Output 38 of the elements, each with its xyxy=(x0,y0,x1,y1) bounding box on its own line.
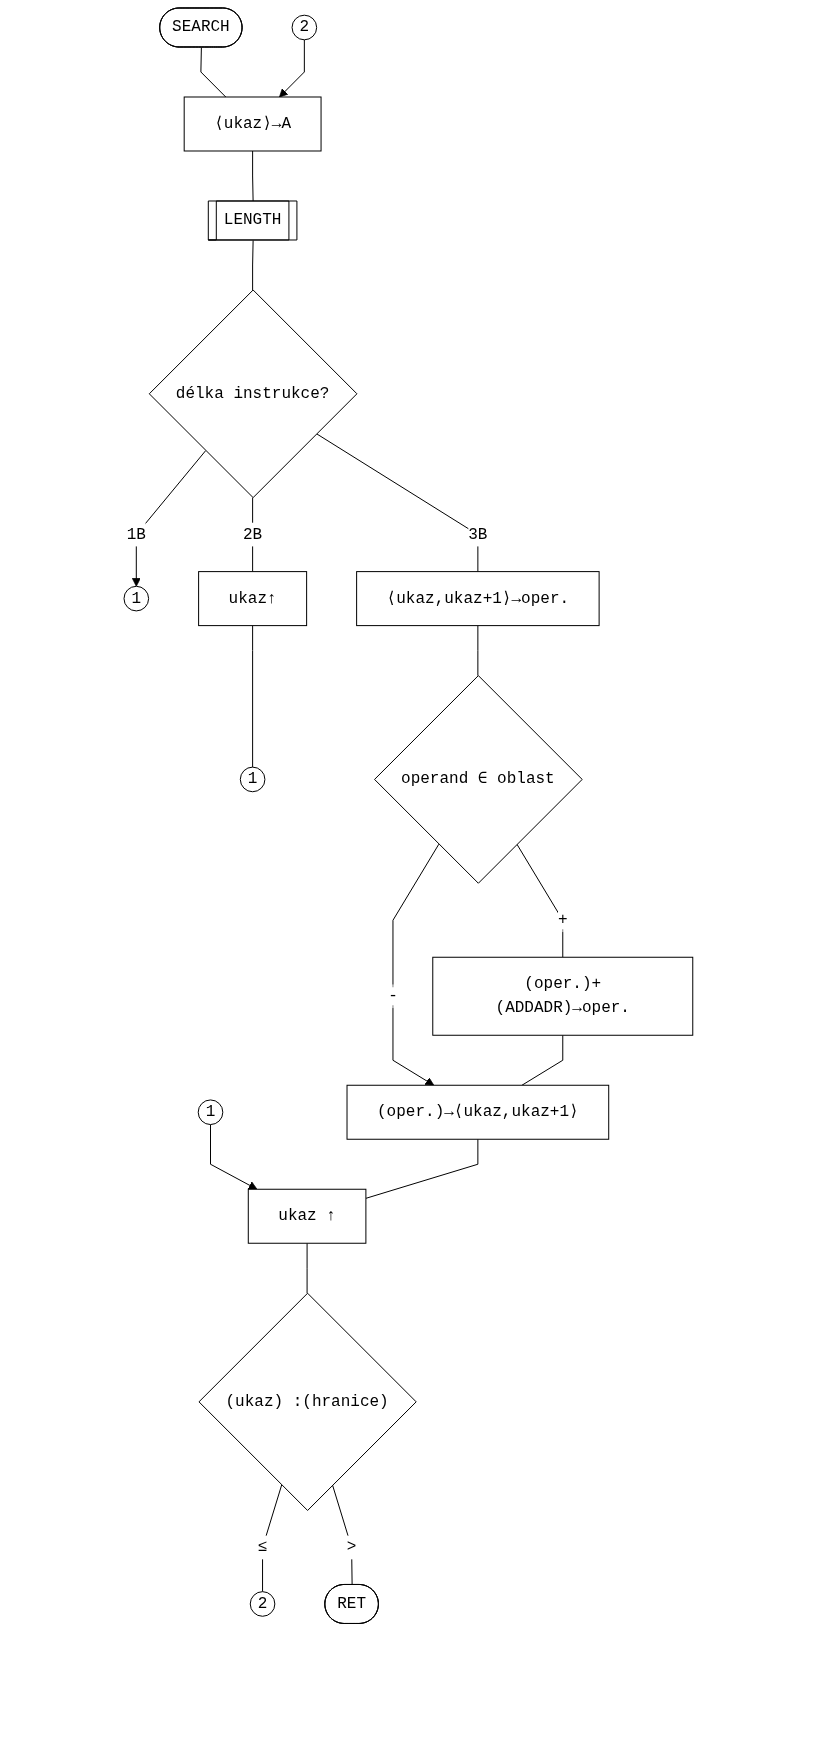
edge-label: ≤ xyxy=(257,1538,268,1557)
node-circle: 1 xyxy=(197,1099,224,1126)
connector xyxy=(332,1484,353,1586)
connector xyxy=(200,47,227,98)
node-diamond: (ukaz) :(hranice) xyxy=(198,1292,417,1511)
arrow xyxy=(392,843,440,1086)
connector xyxy=(306,1242,308,1294)
node-diamond: operand ∈ oblast xyxy=(374,675,583,884)
node-circle: 2 xyxy=(249,1591,276,1617)
node-circle: 1 xyxy=(239,766,266,793)
edge-label: 1B xyxy=(126,525,147,544)
edge-label: + xyxy=(558,911,568,930)
node-box: ukaz↑ xyxy=(198,571,308,627)
node-box: ukaz ↑ xyxy=(247,1188,367,1244)
node-box: ⟨ukaz,ukaz+1⟩→oper. xyxy=(356,571,600,627)
connector xyxy=(477,625,479,677)
arrow xyxy=(279,39,305,98)
connector xyxy=(262,1484,283,1593)
connector xyxy=(521,1034,564,1086)
edge-label: 2B xyxy=(243,525,263,544)
arrow xyxy=(210,1124,258,1190)
connector xyxy=(516,843,564,958)
connector xyxy=(252,625,254,768)
connector xyxy=(365,1138,479,1199)
connector xyxy=(252,497,254,573)
connector xyxy=(252,150,254,202)
node-box: (oper.)→⟨ukaz,ukaz+1⟩ xyxy=(346,1084,610,1140)
node-circle: 1 xyxy=(123,585,150,612)
connector xyxy=(316,433,479,573)
edge-label: - xyxy=(388,987,398,1006)
node-circle: 2 xyxy=(291,14,318,41)
edge-label: > xyxy=(346,1538,357,1557)
node-box: (oper.)+(ADDADR)→oper. xyxy=(432,956,694,1036)
arrow xyxy=(132,450,207,587)
edge-label: 3B xyxy=(468,525,488,544)
connector xyxy=(252,240,254,291)
node-diamond: délka instrukce? xyxy=(148,289,358,499)
node-box: ⟨ukaz⟩→A xyxy=(183,96,322,152)
